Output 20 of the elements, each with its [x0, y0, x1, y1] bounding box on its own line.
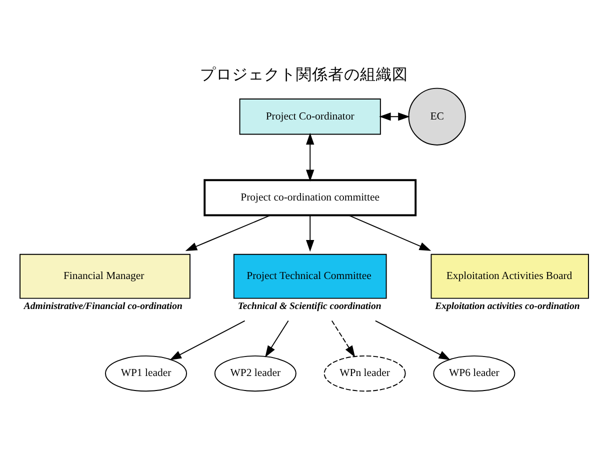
node-label: Exploitation activities co-ordination [435, 301, 580, 312]
node-box: Project Co-ordinator [239, 98, 381, 135]
arrow [379, 112, 410, 121]
arrow [331, 320, 356, 358]
arrow [265, 320, 289, 358]
arrow [348, 214, 432, 251]
node-label: Technical & Scientific coordination [238, 301, 382, 312]
arrow [306, 132, 314, 182]
arrow [374, 320, 451, 360]
arrow [170, 320, 246, 360]
node-ellipse: WP2 leader [214, 355, 296, 392]
node-ellipse: WP6 leader [433, 355, 516, 392]
node-ellipse: WP1 leader [105, 355, 188, 392]
arrow [306, 215, 314, 252]
diagram-title: プロジェクト関係者の組織図 [200, 66, 408, 84]
node-label: Administrative/Financial co-ordination [24, 301, 182, 312]
arrow [185, 214, 271, 251]
node-circle: EC [408, 88, 466, 146]
node-box: Project co-ordination committee [204, 179, 417, 216]
node-ellipse: WPn leader [324, 355, 406, 392]
